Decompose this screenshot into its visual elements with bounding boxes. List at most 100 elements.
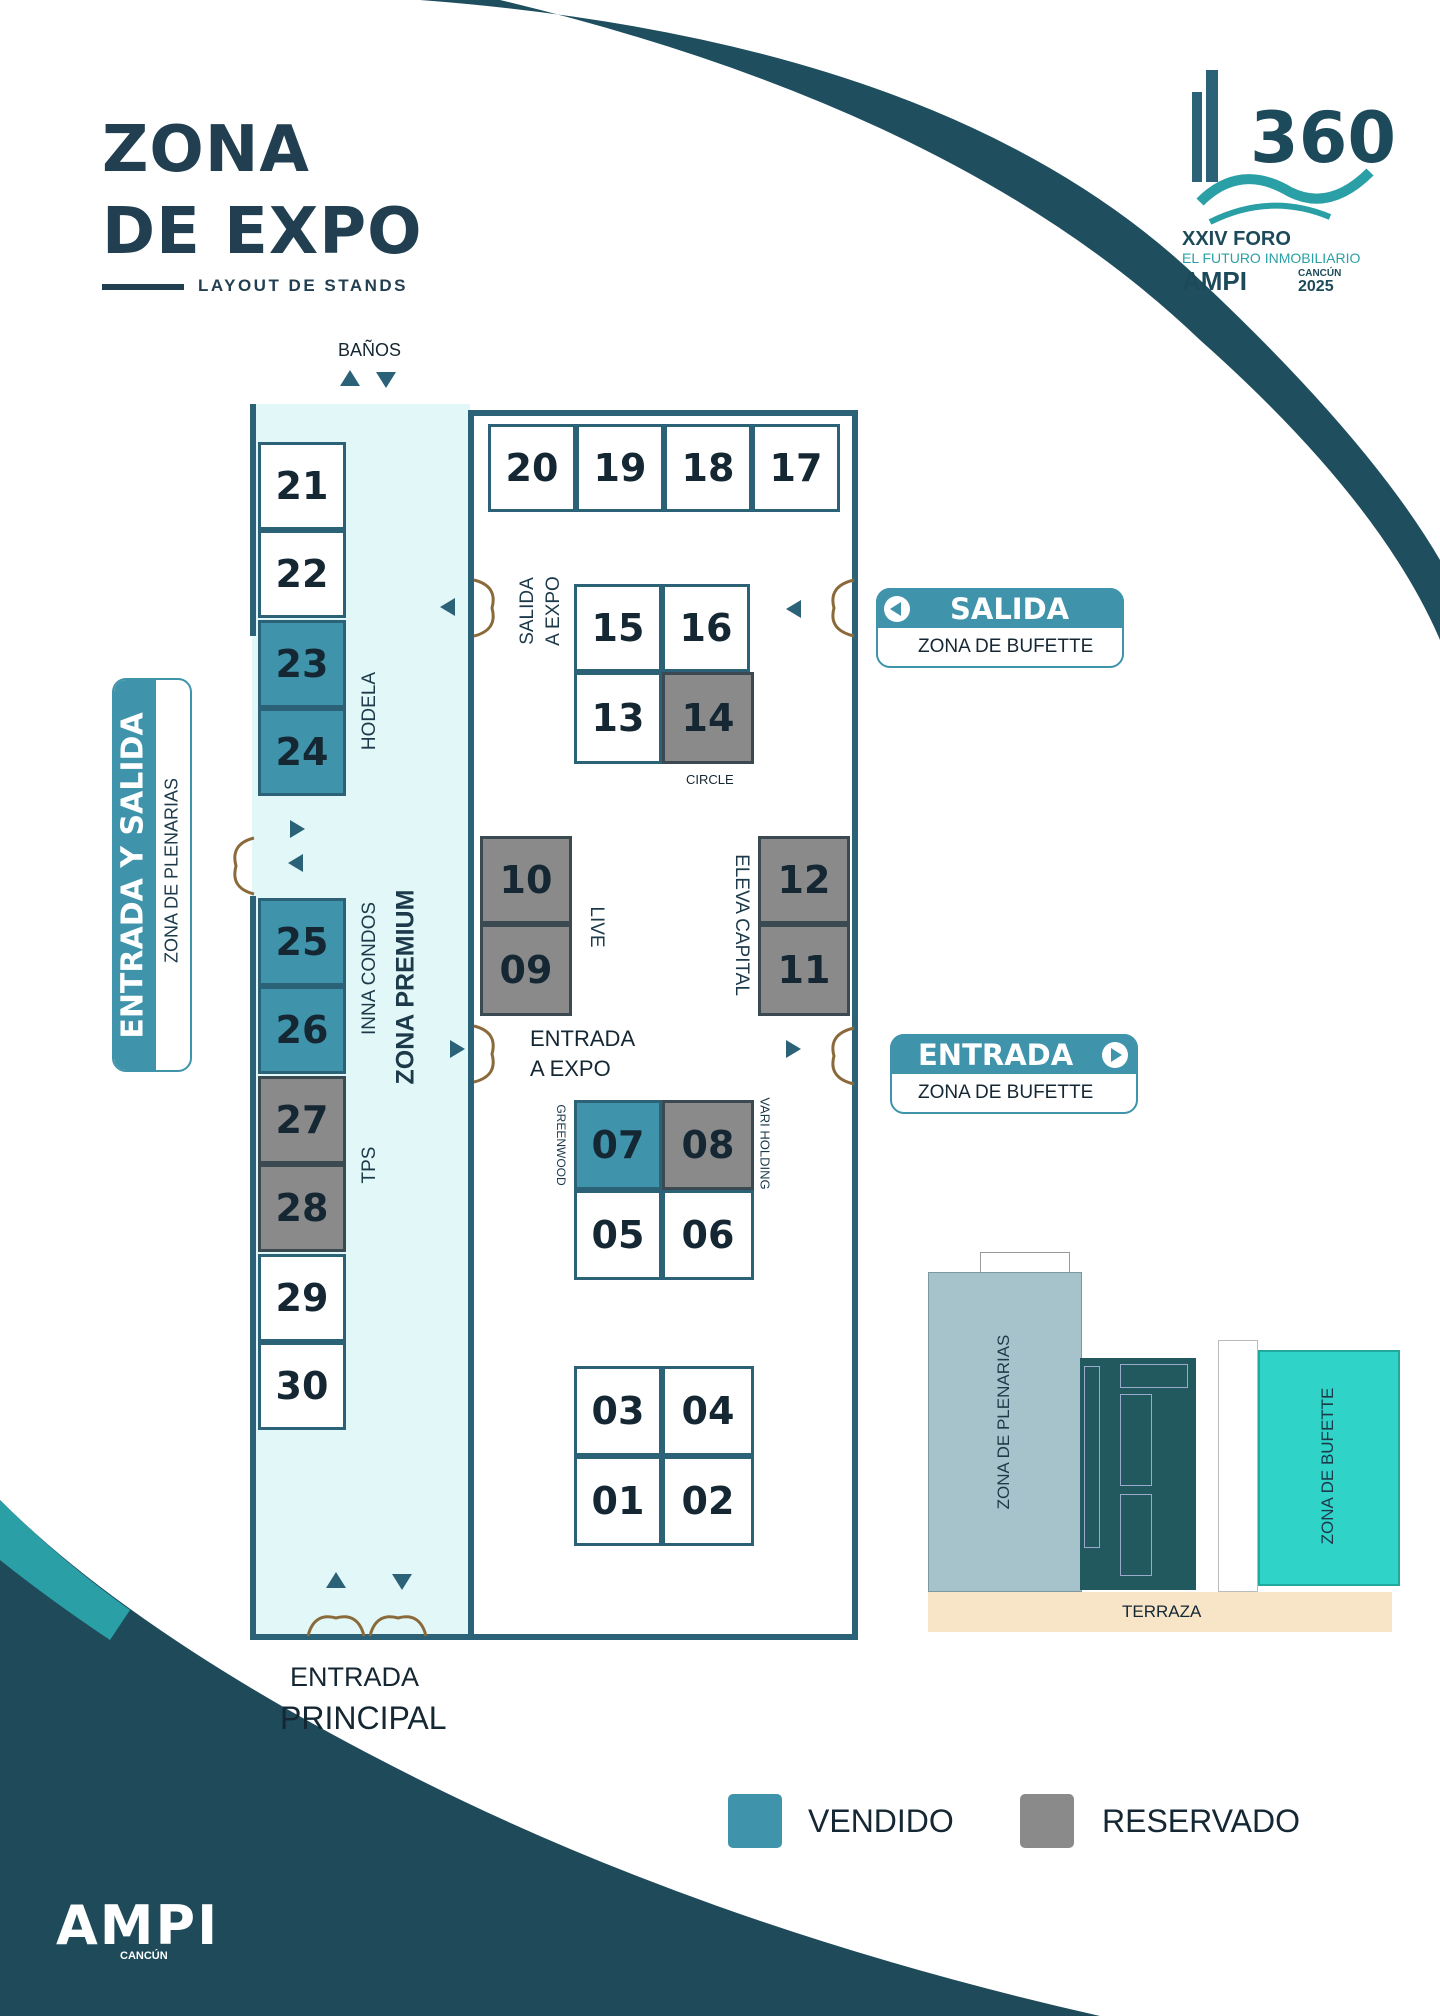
entrada-principal-label-1: ENTRADA	[290, 1662, 420, 1692]
wall	[468, 410, 858, 416]
entrada-bufette-door-icon	[831, 1026, 855, 1086]
entrada-expo-label-2: A EXPO	[530, 1056, 611, 1081]
stand-15[interactable]: 15	[574, 584, 662, 672]
stand-23[interactable]: 23	[258, 620, 346, 708]
right-arrow-icon	[450, 1040, 465, 1058]
stand-16[interactable]: 16	[662, 584, 750, 672]
entrada-salida-sign[interactable]	[112, 678, 192, 1072]
stand-07[interactable]: 07	[574, 1100, 662, 1190]
left-arrow-circle-icon	[884, 596, 910, 622]
stand-06[interactable]: 06	[662, 1190, 754, 1280]
stand-12[interactable]: 12	[758, 836, 850, 924]
stand-18[interactable]: 18	[664, 424, 752, 512]
left-door-icon	[233, 836, 255, 896]
stand-17[interactable]: 17	[752, 424, 840, 512]
banos-label: BAÑOS	[338, 340, 402, 360]
right-arrow-icon	[786, 1040, 801, 1058]
entrada-salida-sublabel: ZONA DE PLENARIAS	[161, 777, 182, 964]
zona-plenarias-block	[928, 1272, 1082, 1592]
stand-28[interactable]: 28	[258, 1164, 346, 1252]
stand-25[interactable]: 25	[258, 898, 346, 986]
entrada-salida-label: ENTRADA Y SALIDA	[115, 712, 151, 1039]
logo-brand: AMPI	[1182, 266, 1247, 296]
left-arrow-icon	[288, 854, 303, 872]
stand-20[interactable]: 20	[488, 424, 576, 512]
page-subtitle: LAYOUT DE STANDS	[198, 276, 409, 295]
logo-360: 360	[1250, 97, 1397, 179]
legend-sold-swatch	[728, 1794, 782, 1848]
zona-premium-label: ZONA PREMIUM	[391, 889, 420, 1085]
stand-19[interactable]: 19	[576, 424, 664, 512]
main-entrance-door-icon	[306, 1615, 428, 1637]
stand-13[interactable]: 13	[574, 672, 662, 764]
bufette-label: ZONA DE BUFETTE	[1318, 1387, 1337, 1545]
legend-reserved-swatch	[1020, 1794, 1074, 1848]
stand-01[interactable]: 01	[574, 1456, 662, 1546]
footer-city: CANCÚN	[120, 1950, 168, 1962]
stand-08[interactable]: 08	[662, 1100, 754, 1190]
building-wave-icon	[1192, 70, 1374, 225]
tps-label: TPS	[359, 1146, 380, 1184]
stand-21[interactable]: 21	[258, 442, 346, 530]
circle-label: CIRCLE	[686, 772, 734, 787]
legend-sold-label: VENDIDO	[808, 1803, 954, 1839]
greenwood-label: GREENWOOD	[554, 1104, 568, 1186]
stand-11[interactable]: 11	[758, 924, 850, 1016]
salida-sublabel: ZONA DE BUFETTE	[918, 636, 1094, 657]
stand-03[interactable]: 03	[574, 1366, 662, 1456]
inna-condos-label: INNA CONDOS	[359, 901, 380, 1035]
left-arrow-icon	[786, 600, 801, 618]
wall	[468, 410, 474, 1638]
stand-10[interactable]: 10	[480, 836, 572, 924]
logo-year: 2025	[1298, 278, 1334, 295]
stand-24[interactable]: 24	[258, 708, 346, 796]
wall	[852, 410, 858, 1640]
stand-29[interactable]: 29	[258, 1254, 346, 1342]
hodela-label: HODELA	[359, 671, 380, 751]
salida-sign[interactable]	[876, 588, 1124, 668]
down-arrow-icon	[392, 1574, 412, 1590]
vari-holding-label: VARI HOLDING	[757, 1097, 773, 1190]
stand-27[interactable]: 27	[258, 1076, 346, 1164]
salida-expo-door-icon	[473, 578, 495, 638]
terraza-label: TERRAZA	[1122, 1602, 1202, 1621]
eleva-capital-label: ELEVA CAPITAL	[731, 854, 752, 996]
footer-logo: AMPI	[56, 1894, 220, 1957]
stand-02[interactable]: 02	[662, 1456, 754, 1546]
entrada-expo-label-1: ENTRADA	[530, 1026, 636, 1051]
legend-reserved-label: RESERVADO	[1102, 1803, 1300, 1839]
stand-22[interactable]: 22	[258, 530, 346, 618]
right-arrow-circle-icon	[1102, 1042, 1128, 1068]
left-arrow-icon	[440, 598, 455, 616]
logo-tagline: EL FUTURO INMOBILIARIO	[1182, 250, 1361, 266]
stand-05[interactable]: 05	[574, 1190, 662, 1280]
page-title-line2: DE EXPO	[102, 195, 423, 269]
salida-label: SALIDA	[950, 592, 1070, 626]
up-arrow-icon	[340, 370, 360, 386]
stand-26[interactable]: 26	[258, 986, 346, 1074]
stand-14[interactable]: 14	[662, 672, 754, 764]
zona-bufette-block	[1258, 1350, 1400, 1586]
up-arrow-icon	[326, 1572, 346, 1588]
entrada-principal-label-2: PRINCIPAL	[280, 1700, 447, 1736]
entrada-expo-door-icon	[473, 1024, 495, 1084]
stand-04[interactable]: 04	[662, 1366, 754, 1456]
salida-expo-label-1: SALIDA	[517, 577, 538, 645]
location-minimap: ZONA DE PLENARIAS ZONA DE BUFETTE TERRAZ…	[928, 1250, 1400, 1640]
entrada-sign[interactable]	[890, 1034, 1138, 1114]
forum-logo: 360 XXIV FORO EL FUTURO INMOBILIARIO AMP…	[1180, 52, 1396, 302]
wall	[250, 404, 256, 636]
entrada-sublabel: ZONA DE BUFETTE	[918, 1082, 1094, 1103]
page-title-line1: ZONA	[102, 113, 310, 187]
logo-forum: XXIV FORO	[1182, 228, 1291, 250]
stand-30[interactable]: 30	[258, 1342, 346, 1430]
down-arrow-icon	[376, 372, 396, 388]
stand-09[interactable]: 09	[480, 924, 572, 1016]
title-underline	[102, 284, 184, 290]
wall	[250, 896, 256, 1640]
terraza-block	[928, 1592, 1392, 1632]
plenarias-label: ZONA DE PLENARIAS	[994, 1334, 1013, 1510]
live-label: LIVE	[586, 906, 607, 948]
wall	[250, 1634, 858, 1640]
